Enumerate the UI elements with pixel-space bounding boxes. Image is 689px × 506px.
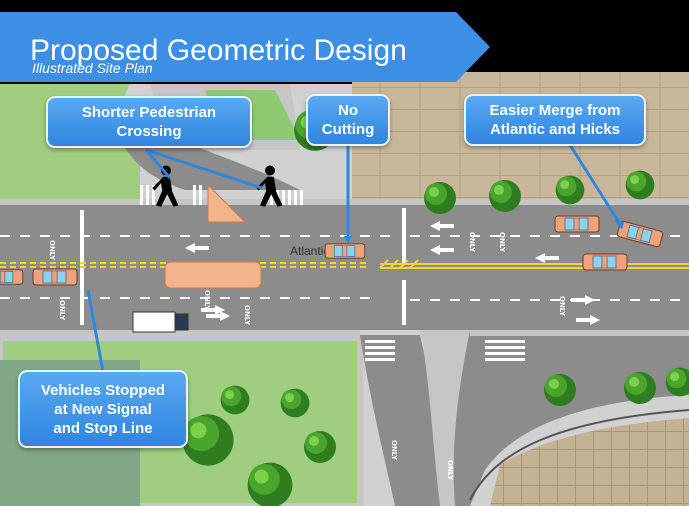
svg-text:ONLY: ONLY (48, 240, 56, 261)
svg-text:ONLY: ONLY (446, 460, 454, 481)
callout-line: Easier Merge from (489, 102, 621, 119)
callout-line: Shorter Pedestrian (81, 104, 217, 121)
callout-line: and Stop Line (53, 419, 153, 437)
svg-text:ONLY: ONLY (58, 300, 66, 321)
callout-line: Crossing (116, 123, 182, 140)
callout-line: Vehicles Stopped (40, 381, 166, 399)
svg-text:ONLY: ONLY (468, 232, 476, 253)
truck-icon (132, 311, 189, 333)
callout-line: at New Signal (54, 400, 152, 418)
callout-no-cutting: No Cutting (306, 94, 390, 146)
building-southeast (490, 418, 689, 506)
crosswalk-east (402, 208, 406, 325)
median-island (164, 261, 262, 289)
callout-shorter-pedestrian-crossing: Shorter Pedestrian Crossing (46, 96, 252, 148)
callout-vehicles-stopped: Vehicles Stopped at New Signal and Stop … (18, 370, 188, 448)
page-subtitle: Illustrated Site Plan (32, 60, 153, 76)
page-title: Proposed Geometric Design (30, 34, 407, 67)
title-banner: Proposed Geometric Design (0, 12, 492, 82)
svg-text:ONLY: ONLY (203, 290, 211, 311)
callout-line: No (337, 102, 358, 119)
svg-text:ONLY: ONLY (390, 440, 398, 461)
banner-shape (0, 12, 490, 82)
callout-line: Cutting (321, 121, 375, 138)
callout-line: Atlantic and Hicks (489, 121, 621, 138)
svg-text:ONLY: ONLY (498, 232, 506, 253)
callout-pointers (86, 144, 622, 373)
pedestrian-island (207, 183, 247, 223)
svg-text:ONLY: ONLY (558, 296, 566, 317)
crosswalk-south (365, 340, 525, 361)
svg-text:ONLY: ONLY (243, 305, 251, 326)
callout-easier-merge: Easier Merge from Atlantic and Hicks (464, 94, 646, 146)
street-label: Atlantic (290, 244, 329, 258)
